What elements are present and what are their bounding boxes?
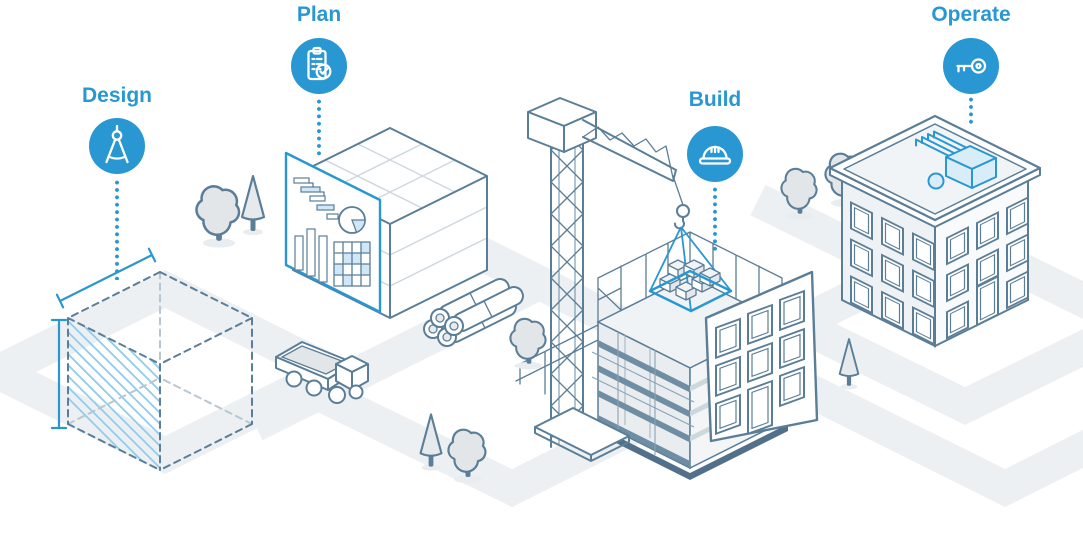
table-mini-grid: [333, 241, 371, 287]
trees-left: [195, 174, 266, 249]
stacked-pipes: [423, 278, 524, 347]
tower-crane: [527, 97, 733, 462]
rooftop-hvac-unit: [915, 130, 997, 190]
gantt-mini-chart: [293, 177, 339, 220]
construction-building: [515, 231, 819, 480]
dimension-lines: [50, 247, 157, 430]
plan-cube: [284, 127, 488, 319]
operate-building: [828, 114, 1042, 348]
blueprint-sheet: [284, 151, 382, 314]
roof: [828, 114, 1042, 228]
dump-truck: [275, 341, 369, 404]
tree-crane-base: [509, 317, 547, 371]
crane-base: [534, 407, 630, 462]
bar-mini-chart: [294, 228, 328, 283]
pie-mini-chart: [338, 206, 366, 234]
scaffolding: [515, 231, 783, 455]
facade-panel: [704, 270, 819, 443]
crane-pallet: [648, 226, 733, 313]
crane-counterweight: [527, 97, 597, 153]
